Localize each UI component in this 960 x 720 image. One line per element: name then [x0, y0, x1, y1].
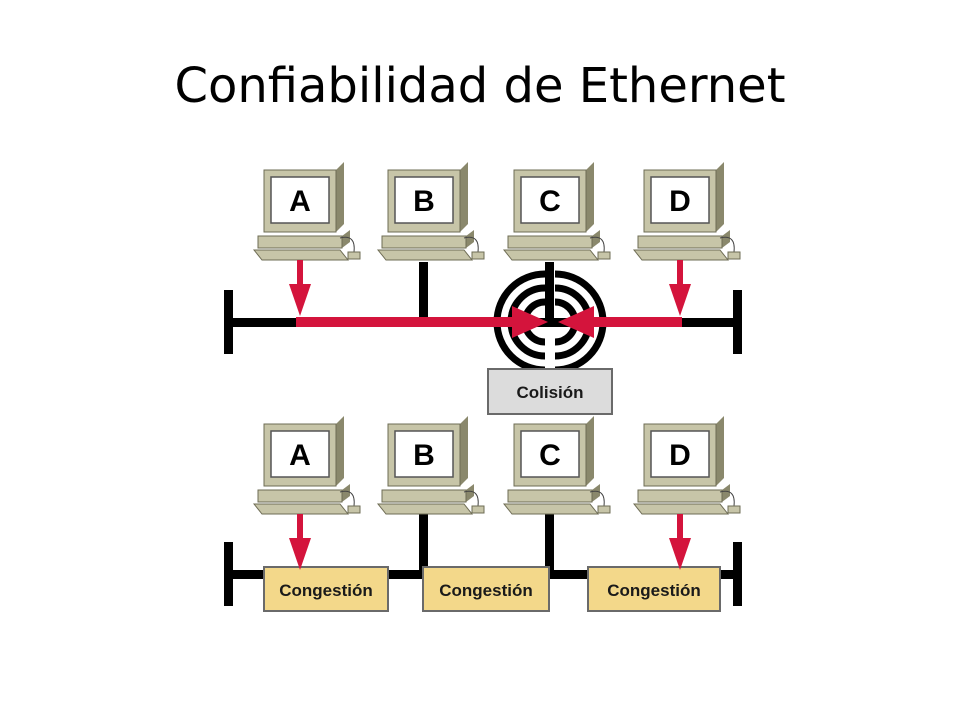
congestion-box-2: Congestión [422, 566, 550, 612]
keyboard-icon [632, 249, 730, 261]
bottom-network: Congestión Congestión Congestión A B C D [224, 416, 742, 612]
keyboard-icon [252, 249, 350, 261]
cpu-icon [257, 489, 343, 503]
mouse-icon [347, 505, 361, 514]
signal-arrowhead-right [512, 306, 548, 338]
monitor-screen [394, 176, 454, 224]
computer-label: C [539, 185, 561, 218]
mouse-cable [463, 490, 479, 507]
send-arrow-shaft [677, 260, 683, 292]
send-arrow-icon [289, 284, 311, 316]
cpu-icon [381, 235, 467, 249]
computer-label: A [289, 439, 311, 472]
cpu-icon [507, 489, 593, 503]
send-arrow-shaft [297, 514, 303, 546]
send-arrow-icon [669, 538, 691, 570]
congestion-label-3: Congestión [607, 581, 701, 600]
mouse-icon [597, 251, 611, 260]
mouse-icon [727, 505, 741, 514]
bottom-computer-c: C [502, 416, 611, 515]
bottom-computer-d: D [632, 416, 741, 570]
cpu-icon [637, 489, 723, 503]
mouse-cable [463, 236, 479, 253]
collision-label: Colisión [516, 383, 583, 402]
bottom-computer-a: A [252, 416, 361, 570]
cpu-icon [381, 489, 467, 503]
top-computer-a: A [252, 162, 361, 316]
congestion-label-2: Congestión [439, 581, 533, 600]
top-computer-b: B [376, 162, 485, 261]
top-drop-b [419, 262, 428, 322]
send-arrow-icon [289, 538, 311, 570]
keyboard-icon [632, 503, 730, 515]
monitor-screen [270, 176, 330, 224]
slide-title: Confiabilidad de Ethernet [174, 58, 786, 114]
signal-arrowhead-left [558, 306, 594, 338]
keyboard-icon [502, 503, 600, 515]
congestion-label-1: Congestión [279, 581, 373, 600]
keyboard-icon [376, 249, 474, 261]
keyboard-icon [376, 503, 474, 515]
congestion-box-3: Congestión [587, 566, 721, 612]
mouse-icon [471, 505, 485, 514]
mouse-cable [339, 490, 355, 507]
bottom-drop-b [419, 512, 428, 572]
mouse-icon [597, 505, 611, 514]
mouse-cable [589, 236, 605, 253]
top-computer-d: D [632, 162, 741, 316]
monitor-screen [520, 176, 580, 224]
computer-label: C [539, 439, 561, 472]
mouse-cable [339, 236, 355, 253]
top-drop-c [545, 262, 554, 322]
monitor-screen [394, 430, 454, 478]
computer-label: B [413, 185, 435, 218]
computer-label: B [413, 439, 435, 472]
computer-label: A [289, 185, 311, 218]
top-computers: A B C D [252, 162, 741, 316]
cpu-icon [507, 235, 593, 249]
mouse-icon [347, 251, 361, 260]
keyboard-icon [252, 503, 350, 515]
congestion-box-1: Congestión [263, 566, 389, 612]
send-arrow-shaft [677, 514, 683, 546]
bottom-computers: A B C D [252, 416, 741, 570]
monitor-screen [520, 430, 580, 478]
computer-label: D [669, 439, 691, 472]
monitor-screen [650, 430, 710, 478]
signal-path-d [590, 317, 682, 327]
monitor-screen [650, 176, 710, 224]
monitor-screen [270, 430, 330, 478]
send-arrow-shaft [297, 260, 303, 292]
bottom-computer-b: B [376, 416, 485, 515]
cpu-icon [257, 235, 343, 249]
mouse-icon [471, 251, 485, 260]
mouse-icon [727, 251, 741, 260]
mouse-cable [719, 236, 735, 253]
keyboard-icon [502, 249, 600, 261]
collision-box: Colisión [487, 368, 613, 415]
cpu-icon [637, 235, 723, 249]
bottom-drop-c [545, 512, 554, 572]
mouse-cable [589, 490, 605, 507]
mouse-cable [719, 490, 735, 507]
top-network: Colisión A B C D [224, 162, 742, 415]
top-computer-c: C [502, 162, 611, 261]
computer-label: D [669, 185, 691, 218]
signal-path-a [296, 317, 518, 327]
send-arrow-icon [669, 284, 691, 316]
